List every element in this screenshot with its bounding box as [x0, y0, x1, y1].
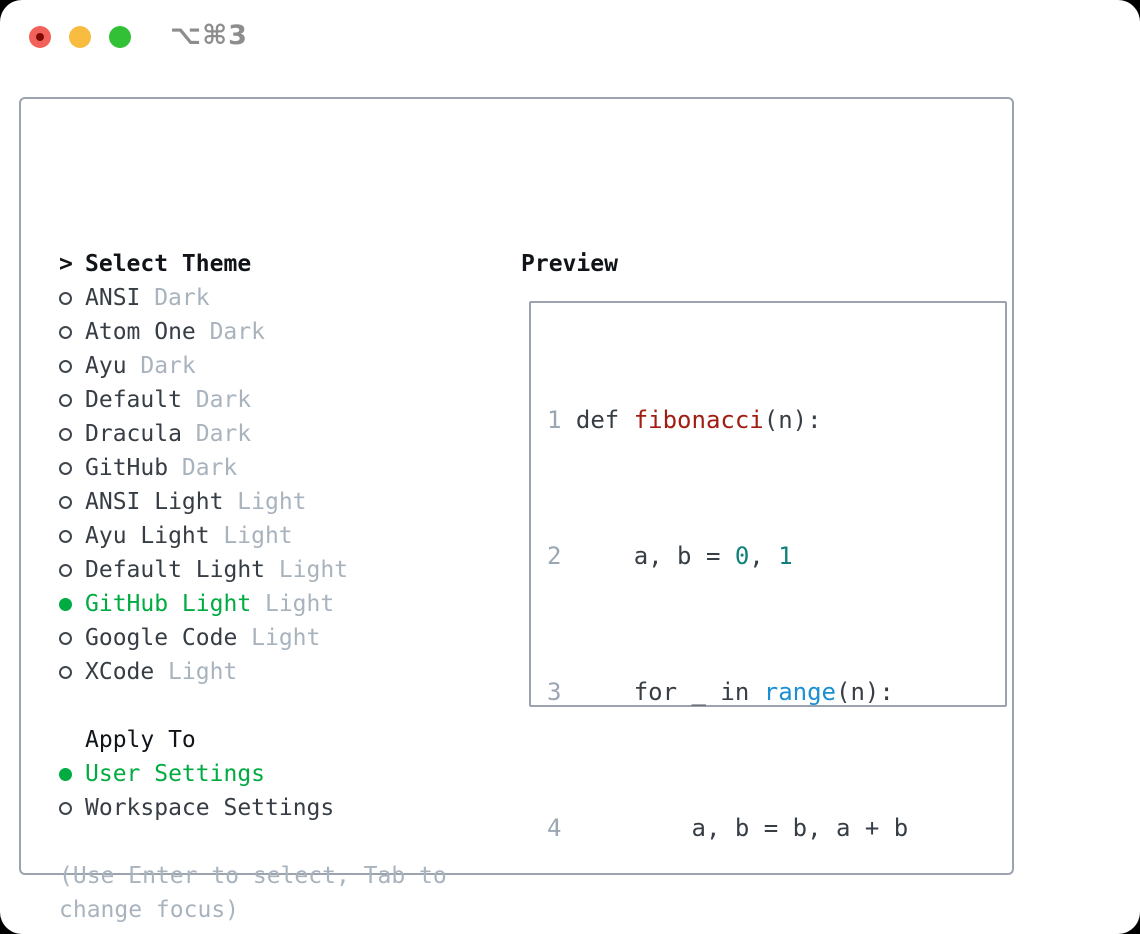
radio-icon — [59, 801, 72, 815]
line-number: 3 — [547, 678, 562, 706]
theme-name: Ayu — [85, 353, 127, 379]
theme-name: ANSI — [85, 285, 141, 311]
theme-item[interactable]: Atom One Dark — [59, 315, 447, 349]
preview-header: Preview — [521, 251, 618, 277]
theme-name: Atom One — [85, 319, 196, 345]
apply-to-header: Apply To — [85, 727, 196, 753]
apply-option-label: Workspace Settings — [85, 795, 335, 821]
radio-icon — [59, 427, 72, 441]
radio-icon — [59, 495, 72, 509]
window-title: ⌥⌘3 — [170, 20, 248, 51]
theme-name: Dracula — [85, 421, 182, 447]
theme-item[interactable]: GitHub Light Light — [59, 587, 447, 621]
theme-name: Google Code — [85, 625, 238, 651]
code-preview: 1 def fibonacci(n): 2 a, b = 0, 1 3 for … — [547, 335, 966, 934]
theme-item[interactable]: GitHub Dark — [59, 451, 447, 485]
radio-icon — [59, 665, 72, 679]
code-line: 1 def fibonacci(n): — [547, 403, 966, 437]
line-number: 1 — [547, 406, 562, 434]
theme-item[interactable]: Ayu Light Light — [59, 519, 447, 553]
theme-variant-tag: Dark — [154, 285, 210, 311]
radio-icon — [59, 359, 72, 373]
apply-to-options: User Settings Workspace Settings — [59, 757, 447, 825]
theme-item[interactable]: Google Code Light — [59, 621, 447, 655]
theme-item[interactable]: ANSI Light Light — [59, 485, 447, 519]
code-line: 4 a, b = b, a + b — [547, 811, 966, 845]
radio-icon — [59, 563, 72, 577]
apply-option-label: User Settings — [85, 761, 266, 787]
theme-name: ANSI Light — [85, 489, 224, 515]
theme-variant-tag: Dark — [181, 455, 238, 481]
theme-variant-tag: Dark — [140, 353, 196, 379]
traffic-light-minimize-button[interactable] — [69, 26, 91, 48]
radio-icon — [59, 597, 72, 611]
code-line: 2 a, b = 0, 1 — [547, 539, 966, 573]
theme-variant-tag: Light — [237, 489, 307, 515]
theme-items-container: ANSI Dark Atom One Dark Ayu Dark Default… — [59, 281, 447, 689]
theme-variant-tag: Light — [168, 659, 238, 685]
theme-list-header: Select Theme — [85, 251, 252, 277]
radio-icon — [59, 393, 72, 407]
code-text: for _ in range(n): — [561, 678, 894, 706]
line-number: 4 — [547, 814, 562, 842]
apply-option[interactable]: Workspace Settings — [59, 791, 447, 825]
theme-name: GitHub — [85, 455, 169, 481]
theme-item[interactable]: Default Dark — [59, 383, 447, 417]
radio-icon — [59, 291, 72, 305]
radio-icon — [59, 325, 72, 339]
theme-name: XCode — [85, 659, 155, 685]
code-line: 3 for _ in range(n): — [547, 675, 966, 709]
apply-option[interactable]: User Settings — [59, 757, 447, 791]
radio-icon — [59, 529, 72, 543]
theme-variant-tag: Light — [251, 625, 321, 651]
theme-name: Ayu Light — [85, 523, 210, 549]
theme-item[interactable]: Default Light Light — [59, 553, 447, 587]
theme-item[interactable]: XCode Light — [59, 655, 447, 689]
theme-item[interactable]: Ayu Dark — [59, 349, 447, 383]
main-panel: > Select Theme ANSI Dark Atom One Dark A… — [19, 97, 1014, 923]
theme-item[interactable]: Dracula Dark — [59, 417, 447, 451]
code-text: a, b = b, a + b — [561, 814, 909, 842]
titlebar: ⌥⌘3 — [0, 0, 1140, 76]
radio-icon — [59, 767, 72, 781]
theme-item[interactable]: ANSI Dark — [59, 281, 447, 315]
theme-list-header-row: > Select Theme — [59, 247, 447, 281]
radio-icon — [59, 631, 72, 645]
code-text: a, b = 0, 1 — [561, 542, 793, 570]
line-number: 2 — [547, 542, 562, 570]
prompt-icon: > — [59, 251, 73, 277]
theme-list: > Select Theme ANSI Dark Atom One Dark A… — [59, 247, 447, 927]
radio-icon — [59, 461, 72, 475]
theme-name: Default — [85, 387, 182, 413]
preview-box: 1 def fibonacci(n): 2 a, b = 0, 1 3 for … — [529, 301, 1007, 842]
theme-name: GitHub Light — [85, 591, 252, 617]
code-text: def fibonacci(n): — [561, 406, 822, 434]
theme-name: Default Light — [85, 557, 266, 583]
traffic-light-maximize-button[interactable] — [109, 26, 131, 48]
theme-variant-tag: Dark — [195, 421, 252, 447]
theme-variant-tag: Dark — [209, 319, 265, 345]
theme-variant-tag: Light — [278, 557, 349, 583]
theme-variant-tag: Dark — [195, 387, 252, 413]
theme-variant-tag: Light — [264, 591, 335, 617]
theme-variant-tag: Light — [223, 523, 293, 549]
traffic-light-close-button[interactable] — [29, 26, 51, 48]
